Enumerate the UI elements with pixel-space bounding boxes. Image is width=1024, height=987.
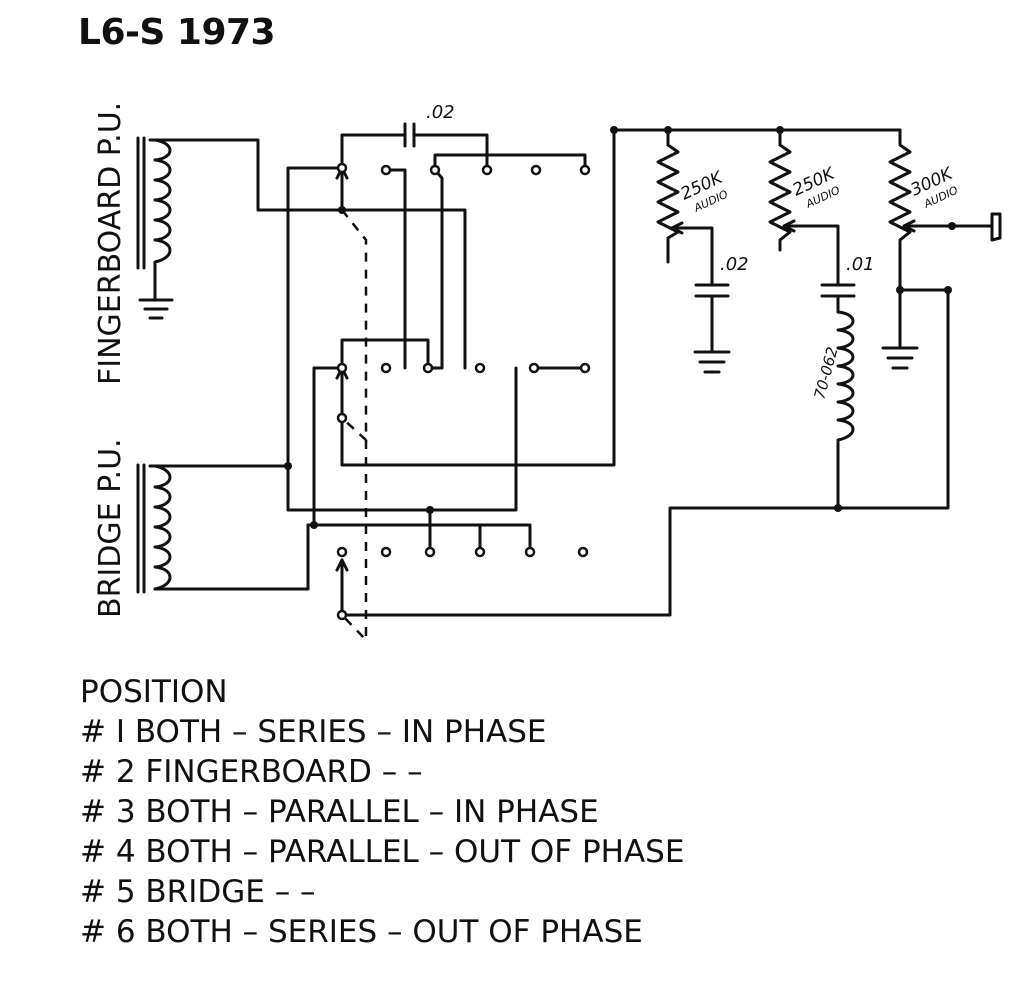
pot-1 (656, 126, 731, 374)
bridge-pickup (136, 463, 310, 594)
legend-item: # 2 FINGERBOARD – – (80, 754, 423, 790)
fingerboard-pickup (136, 136, 467, 370)
bridge-pickup-label: BRIDGE P.U. (93, 438, 128, 618)
pot-3 (881, 128, 1002, 370)
legend-item: # 6 BOTH – SERIES – OUT OF PHASE (80, 914, 643, 950)
wiring-schematic: FINGERBOARD P.U. BRIDGE P.U. (93, 102, 1002, 644)
legend-item: # 4 BOTH – PARALLEL – OUT OF PHASE (80, 834, 685, 870)
legend-item: # I BOTH – SERIES – IN PHASE (80, 714, 547, 750)
fingerboard-pickup-label: FINGERBOARD P.U. (93, 102, 128, 385)
pot-2 (768, 126, 856, 512)
choke-label: 70-062 (810, 345, 841, 401)
cap-2-label: .01 (846, 254, 875, 275)
legend-item: # 3 BOTH – PARALLEL – IN PHASE (80, 794, 599, 830)
selector-switch (284, 122, 950, 644)
legend-heading: POSITION (80, 674, 228, 710)
diagram-title: L6-S 1973 (78, 12, 276, 53)
legend-item: # 5 BRIDGE – – (80, 874, 316, 910)
cap-1-label: .02 (720, 254, 749, 275)
position-legend: POSITION # I BOTH – SERIES – IN PHASE # … (80, 672, 684, 952)
switch-cap-label: .02 (426, 102, 455, 123)
